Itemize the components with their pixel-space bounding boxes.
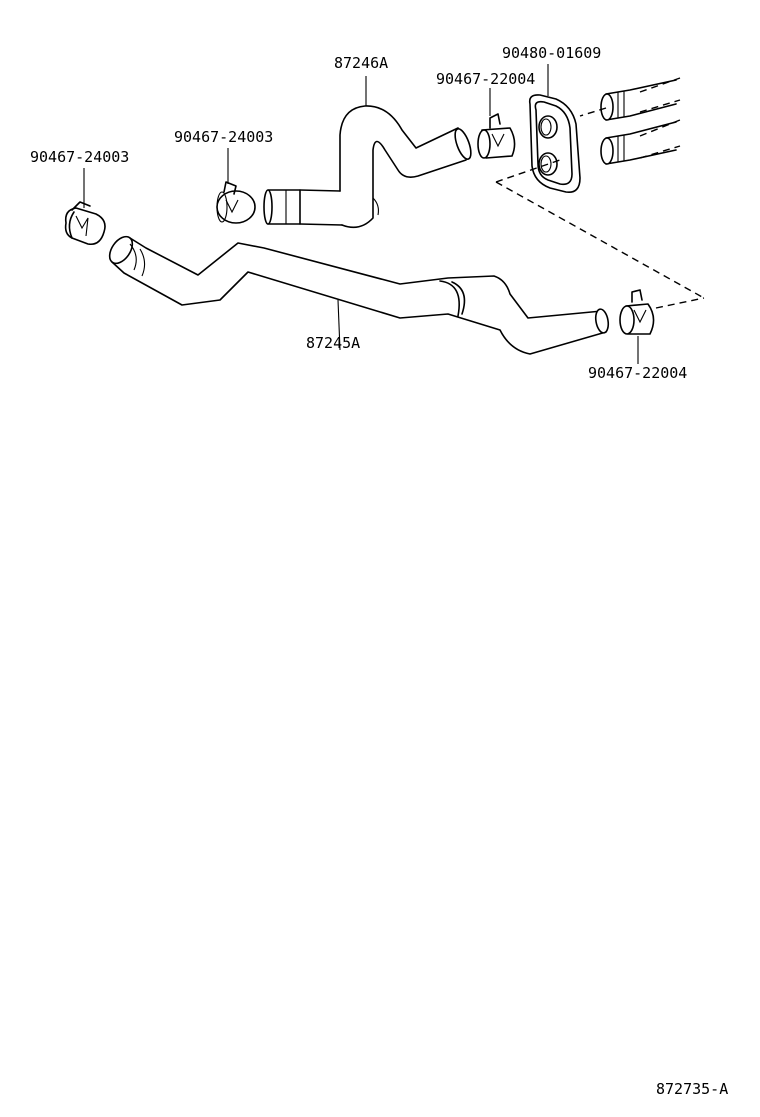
clamp-upper-right[interactable] — [477, 113, 516, 159]
leader-lines — [83, 64, 639, 364]
heater-pipes — [600, 77, 681, 165]
diagram-code: 872735-A — [656, 1080, 728, 1098]
label-hose-87246a[interactable]: 87246A — [334, 54, 388, 72]
label-clamp-upper-right[interactable]: 90467-22004 — [436, 70, 535, 88]
label-clamp-left[interactable]: 90467-24003 — [30, 148, 129, 166]
grommet[interactable] — [528, 94, 581, 194]
label-clamp-mid[interactable]: 90467-24003 — [174, 128, 273, 146]
clamp-lower-right[interactable] — [619, 289, 655, 335]
label-hose-87245a[interactable]: 87245A — [306, 334, 360, 352]
hose-87245a[interactable] — [105, 233, 610, 355]
label-clamp-lower-right[interactable]: 90467-22004 — [588, 364, 687, 382]
clamp-mid[interactable] — [216, 181, 256, 224]
clamp-left[interactable] — [64, 201, 106, 246]
label-grommet[interactable]: 90480-01609 — [502, 44, 601, 62]
hose-87246a[interactable] — [263, 105, 474, 229]
